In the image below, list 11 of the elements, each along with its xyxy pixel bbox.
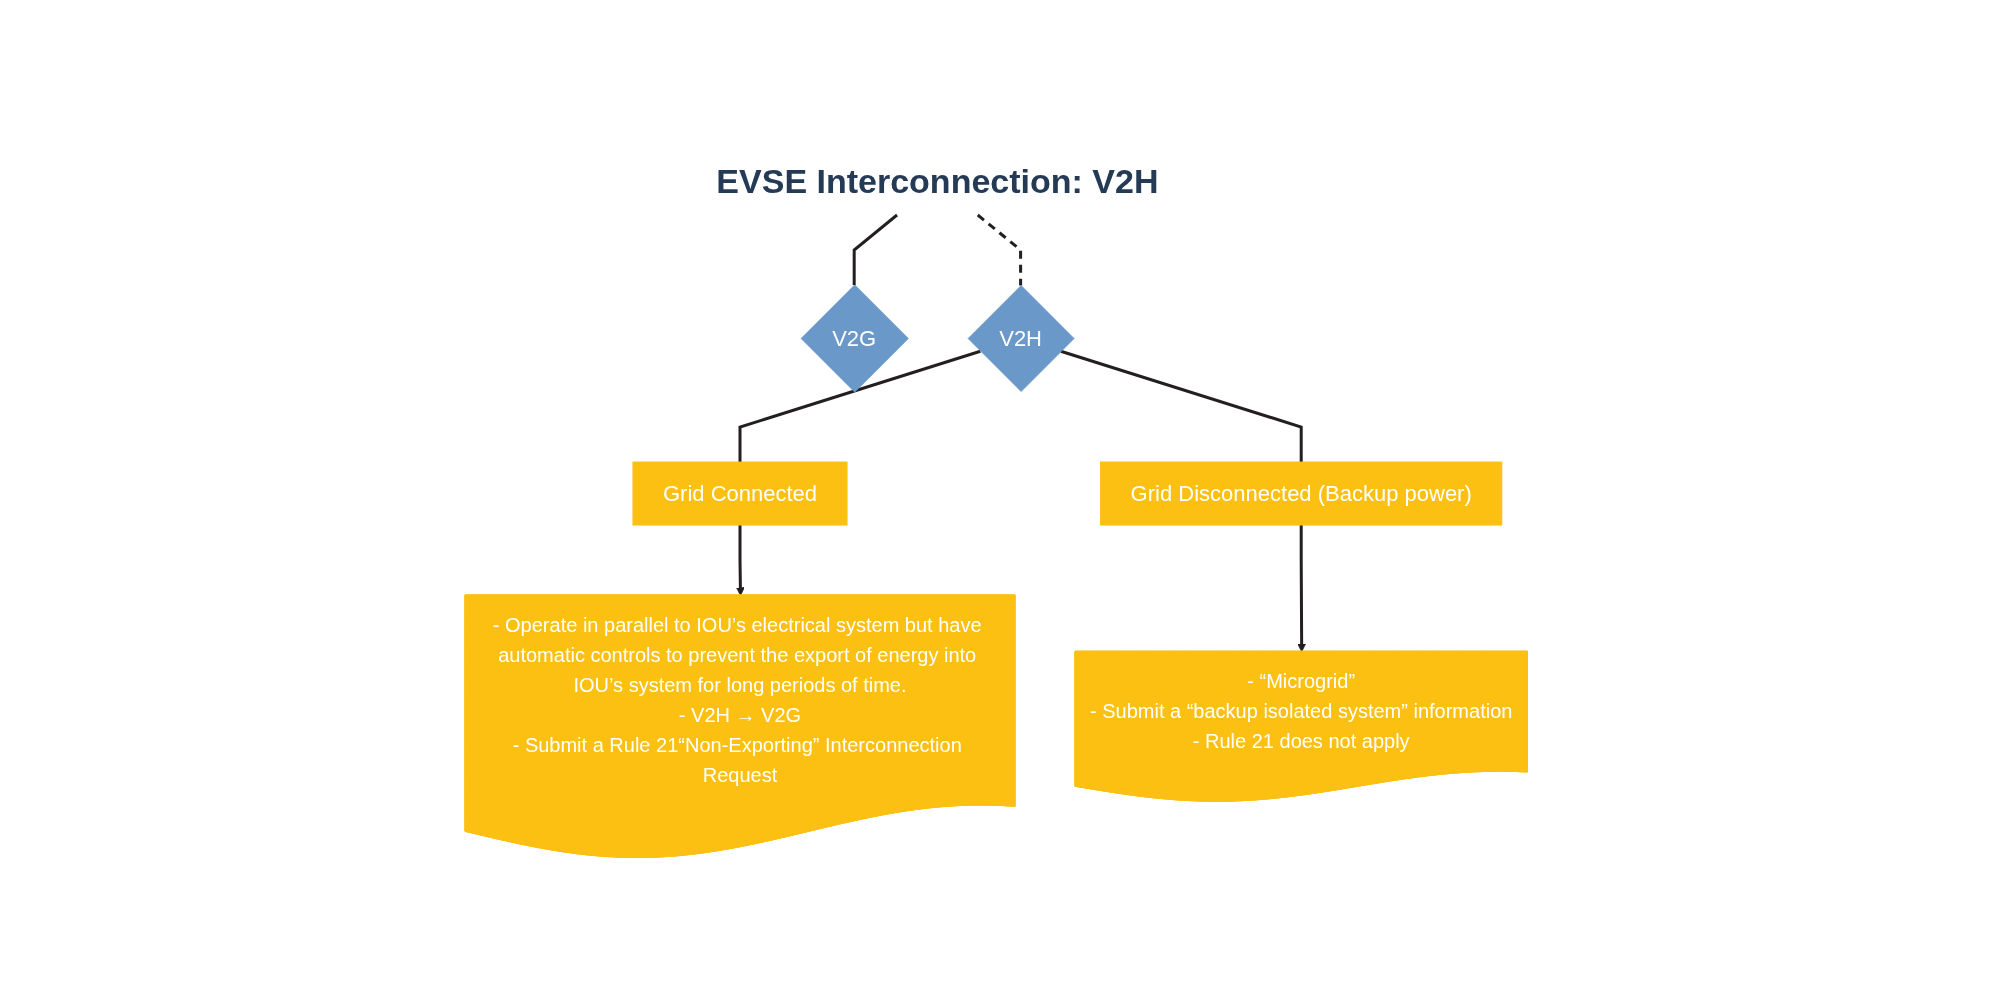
node-diamond: V2G <box>800 284 909 393</box>
connector <box>738 349 982 462</box>
arrow <box>1297 524 1307 652</box>
connector <box>1060 349 1303 462</box>
arrow <box>736 524 746 596</box>
connector <box>853 213 899 285</box>
node-box: Grid Disconnected (Backup power) <box>1100 461 1503 526</box>
connector <box>977 213 1023 286</box>
node-box: Grid Connected <box>632 461 848 526</box>
node-diamond: V2H <box>968 284 1075 392</box>
node-text: EVSE Interconnection: V2H <box>716 162 1159 201</box>
